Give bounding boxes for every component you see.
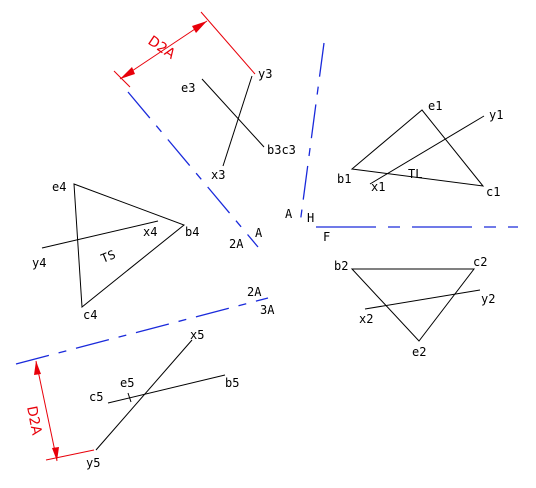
triangle-1 xyxy=(350,109,485,187)
label-y2: y2 xyxy=(481,292,495,306)
label-x5: x5 xyxy=(190,328,204,342)
edge-c5-b5 xyxy=(107,374,226,404)
label-c2: c2 xyxy=(473,255,487,269)
label-b1: b1 xyxy=(337,172,351,186)
extension-line-upper-right xyxy=(200,11,256,75)
dimension-text-upper: D2A xyxy=(145,33,179,63)
label-a-left: A xyxy=(255,226,263,240)
extension-line-lower xyxy=(45,449,95,461)
arrowhead-upper-left xyxy=(120,67,135,79)
dimension-line-lower xyxy=(35,360,58,462)
label-b2: b2 xyxy=(334,259,348,273)
label-f: F xyxy=(323,230,330,244)
label-y4: y4 xyxy=(32,256,46,270)
label-y1: y1 xyxy=(489,108,503,122)
view-4 xyxy=(41,183,185,308)
label-h: H xyxy=(307,211,314,225)
reference-lines xyxy=(15,42,518,365)
fold-line-3a xyxy=(15,297,269,365)
label-e4: e4 xyxy=(52,180,66,194)
arrowhead-upper-right xyxy=(192,21,207,33)
dimension-lower: D2A xyxy=(23,360,95,462)
label-3a: 3A xyxy=(260,303,275,317)
label-y5: y5 xyxy=(86,456,100,470)
extension-line-upper-left xyxy=(113,70,131,88)
label-x3: x3 xyxy=(211,168,225,182)
view-2 xyxy=(350,268,481,342)
label-e1: e1 xyxy=(428,99,442,113)
triangle-2 xyxy=(350,268,476,342)
label-y3: y3 xyxy=(258,67,272,81)
arrowhead-lower-top xyxy=(34,361,41,375)
fold-line-2a xyxy=(127,91,259,248)
label-2a-lower: 2A xyxy=(247,285,262,299)
label-c4: c4 xyxy=(83,308,97,322)
label-e5: e5 xyxy=(120,376,134,390)
line-x5-y5 xyxy=(95,339,193,451)
point-mark-e5 xyxy=(127,392,132,403)
dimension-text-lower: D2A xyxy=(23,405,44,437)
label-x1: x1 xyxy=(371,180,385,194)
label-2a-left: 2A xyxy=(229,237,244,251)
label-b4: b4 xyxy=(185,225,199,239)
line-x2-y2 xyxy=(364,289,481,310)
line-x4-y4 xyxy=(41,220,159,249)
dimension-upper: D2A xyxy=(113,11,256,88)
line-x3-y3 xyxy=(222,75,253,167)
label-b5: b5 xyxy=(225,376,239,390)
edge-e3-b3c3 xyxy=(201,78,265,148)
label-x4: x4 xyxy=(143,225,157,239)
label-x2: x2 xyxy=(359,312,373,326)
arrowhead-lower-bottom xyxy=(52,447,59,461)
labels: A 2A A H F 2A 3A e1 y1 b1 x1 c1 TL b2 c2… xyxy=(32,67,503,470)
label-c1: c1 xyxy=(486,185,500,199)
label-e3: e3 xyxy=(181,81,195,95)
label-b3c3: b3c3 xyxy=(267,143,296,157)
view-5 xyxy=(95,339,226,451)
label-ts: TS xyxy=(99,247,118,265)
fold-line-h xyxy=(299,42,325,225)
label-c5: c5 xyxy=(89,390,103,404)
dimension-line-upper xyxy=(119,20,208,80)
label-a-center: A xyxy=(285,207,293,221)
line-x1-y1 xyxy=(369,115,485,185)
label-e2: e2 xyxy=(412,345,426,359)
view-1 xyxy=(350,109,485,187)
label-tl: TL xyxy=(408,167,422,181)
view-3 xyxy=(201,75,265,167)
triangle-4 xyxy=(73,183,185,308)
